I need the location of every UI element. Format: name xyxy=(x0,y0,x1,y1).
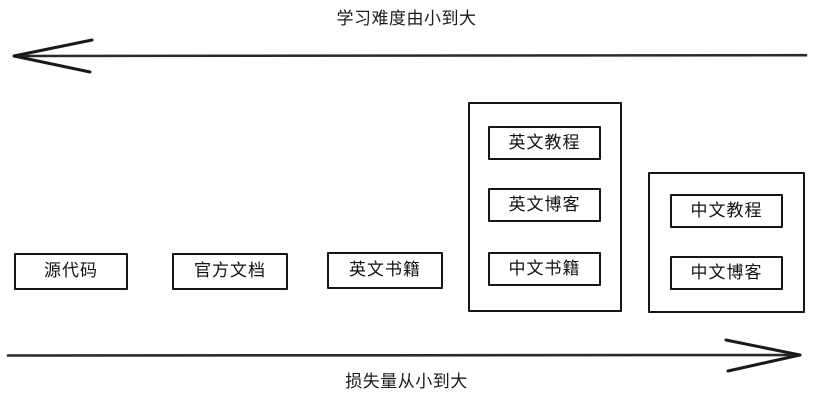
arrow-left-icon xyxy=(12,38,94,58)
bottom-axis-label: 损失量从小到大 xyxy=(345,372,468,392)
group-right[interactable]: 中文教程 中文博客 xyxy=(648,172,805,313)
top-axis xyxy=(12,38,808,74)
node-english-tutorial[interactable]: 英文教程 xyxy=(488,126,601,160)
node-chinese-blog[interactable]: 中文博客 xyxy=(670,256,783,290)
node-chinese-books[interactable]: 中文书籍 xyxy=(488,252,601,286)
node-english-blog[interactable]: 英文博客 xyxy=(488,188,601,222)
node-chinese-tutorial[interactable]: 中文教程 xyxy=(670,194,783,228)
node-official-docs[interactable]: 官方文档 xyxy=(172,253,288,290)
top-axis-label: 学习难度由小到大 xyxy=(336,9,477,29)
arrow-right-icon xyxy=(724,338,802,357)
node-source-code[interactable]: 源代码 xyxy=(14,253,128,290)
group-middle[interactable]: 英文教程 英文博客 中文书籍 xyxy=(468,102,622,312)
bottom-axis xyxy=(6,338,802,373)
node-english-books[interactable]: 英文书籍 xyxy=(327,252,443,289)
